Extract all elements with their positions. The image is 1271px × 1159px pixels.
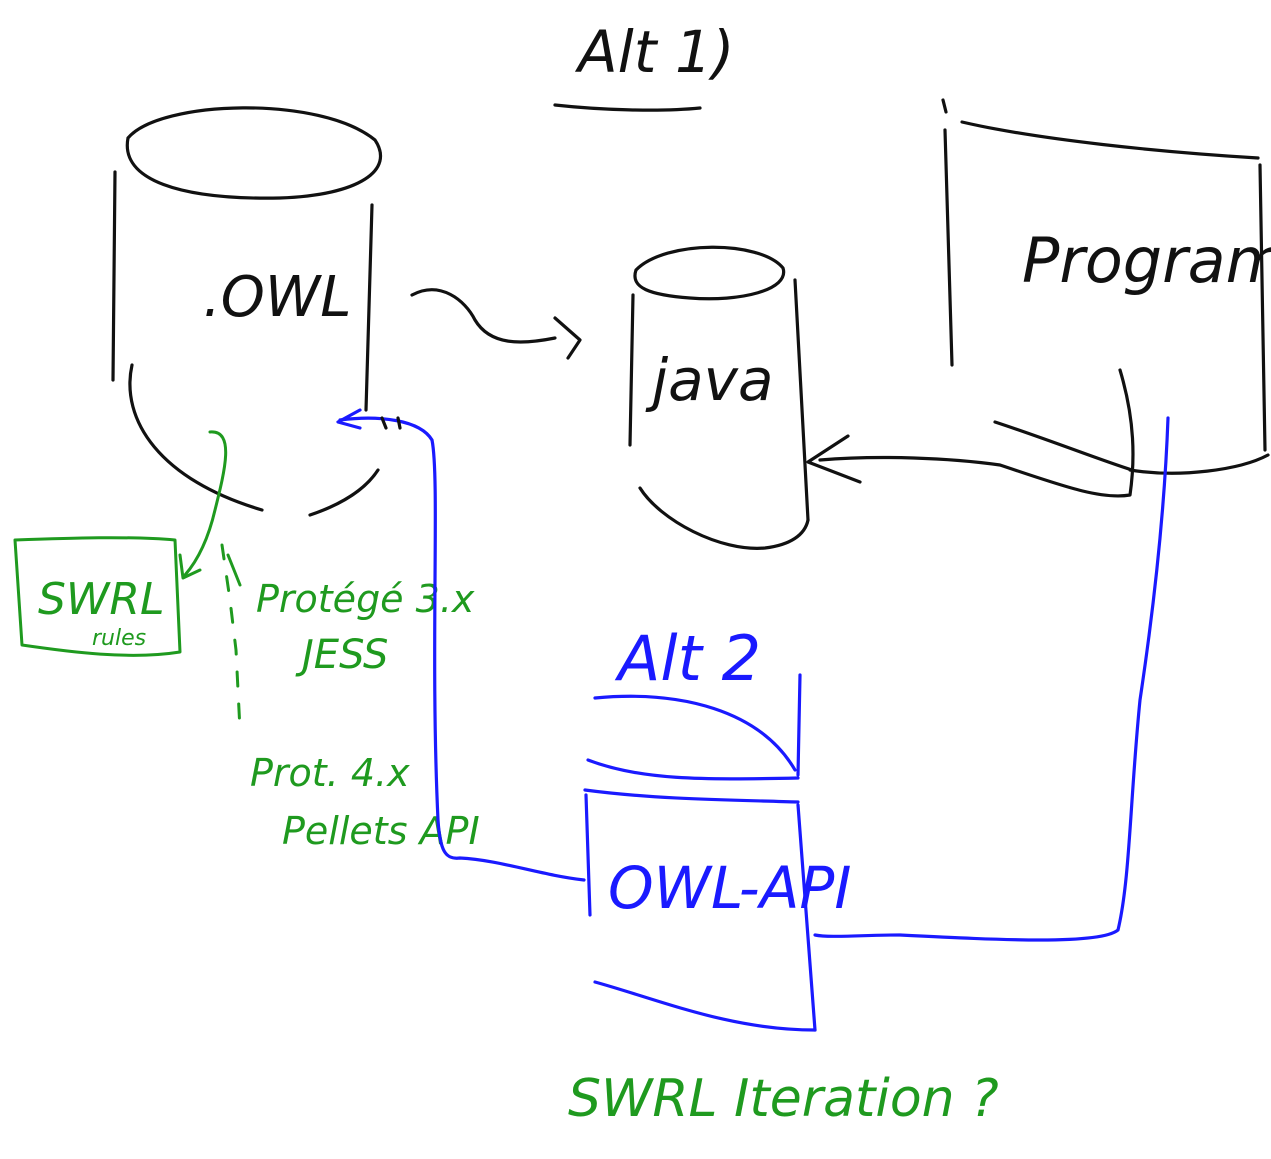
protege3-label-line1: Protégé 3.x [256,577,475,621]
program-box-top [960,120,1260,160]
java-cylinder-bottom [638,486,810,550]
swrl-rules-main-label: SWRL [38,574,165,625]
owl-api-box: OWL-API [583,788,852,1032]
program-box-tick [941,98,948,114]
owl-cylinder-right-side [364,203,374,412]
alt2-top-curve [593,694,797,772]
java-cylinder-right-side [793,278,810,522]
alt1-label: Alt 1) [574,18,735,86]
swrl-iteration-label: SWRL Iteration ? [568,1069,999,1129]
owl-cylinder-bottom-right [308,468,380,517]
owl-api-box-right [796,803,817,1032]
program-to-java-stroke [993,420,1134,472]
program-to-java-arrow [818,368,1135,498]
swrl-dashed-tick [226,553,242,587]
alt1-underline [553,103,702,112]
swrl-rules-sub-label: rules [92,626,146,651]
protege4-label-line1: Prot. 4.x [250,751,410,795]
program-to-java-arrowhead [806,434,862,484]
owl-file-label: .OWL [203,265,351,330]
owl-to-swrl-arrowhead [178,553,202,580]
java-label: java [645,346,774,414]
owl-to-java-arrow [410,288,557,344]
owl-cylinder-left-side [111,170,117,382]
program-box-bottom [1128,453,1270,475]
alt1-heading: Alt 1) [553,18,735,112]
owl-cylinder-top [125,106,382,200]
owl-api-label: OWL-API [608,854,852,922]
owl-api-box-top [583,788,800,804]
program-box-right [1258,163,1267,452]
protege4-label-line2: Pellets API [282,809,480,853]
owl-api-box-left [584,793,592,917]
owl-to-owlapi-connector [338,416,586,882]
owl-cylinder-tick-marks [380,416,402,430]
owl-database-cylinder: .OWL [111,106,382,517]
java-cylinder-top [633,245,786,301]
program-label: Program [1022,224,1271,297]
swrl-dashed-connector [220,543,242,732]
alt2-bracket-side [796,673,802,777]
program-to-owlapi-connector [813,416,1170,942]
program-box: Program [941,98,1271,475]
swrl-rules-box: SWRL rules [13,536,182,657]
swrl-rules-box-outline [13,536,182,657]
owl-cylinder-bottom-left [128,363,264,512]
protege3-label-line2: JESS [295,632,388,678]
owl-to-owlapi-arrowhead [336,408,362,430]
program-box-left [943,128,954,367]
alt2-bracket-bottom [586,758,800,781]
java-cylinder-left-side [628,293,635,447]
owl-to-java-arrowhead [553,316,582,360]
alt2-label: Alt 2 [614,622,761,695]
owl-api-box-bottom [593,980,817,1032]
java-cylinder: java [628,245,810,550]
owl-to-swrl-arrow [183,430,228,577]
